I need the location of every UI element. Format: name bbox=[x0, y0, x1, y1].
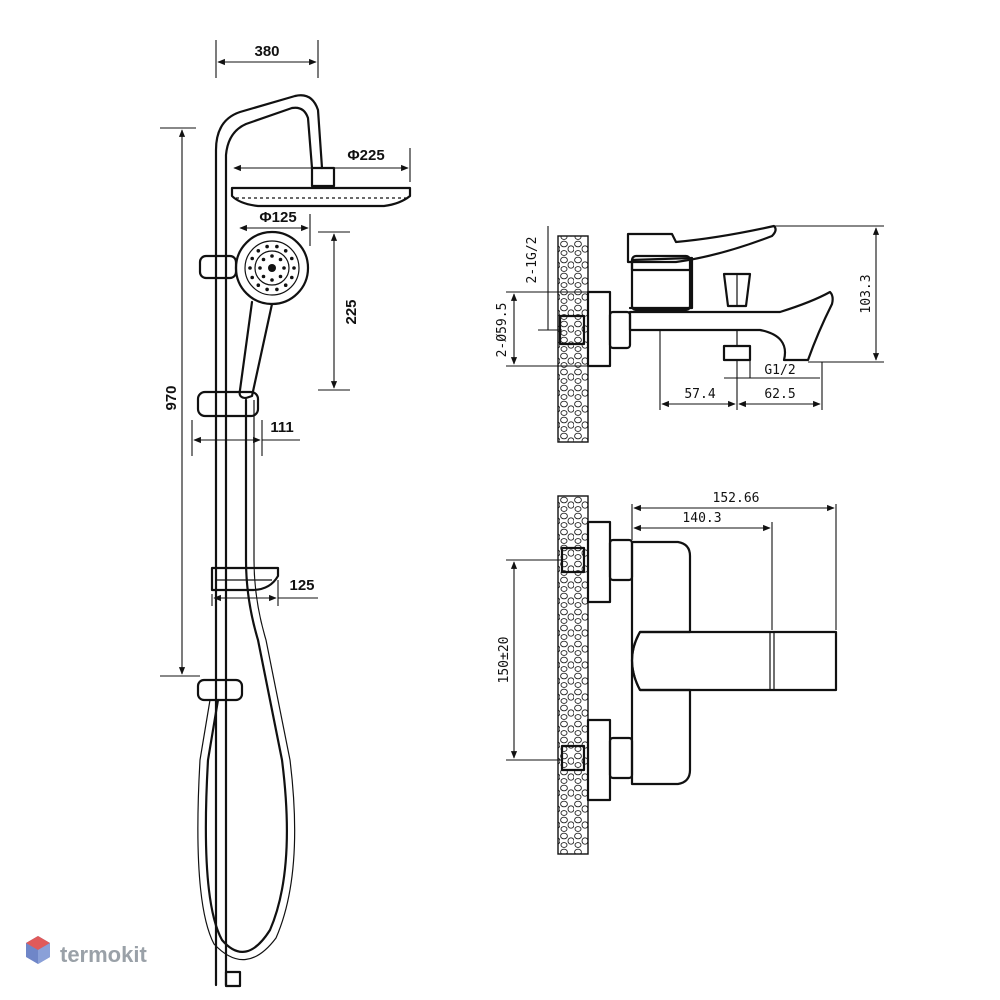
lower-nut bbox=[608, 736, 634, 780]
mixer-lever-top bbox=[630, 630, 838, 692]
upper-nut bbox=[608, 538, 634, 582]
dim-label-111: 111 bbox=[270, 419, 293, 436]
nozzle-dot bbox=[250, 256, 254, 261]
lower-escutcheon bbox=[586, 718, 612, 802]
dim-label-140-3: 140.3 bbox=[682, 511, 721, 526]
dim-mixer-height: 103.3 bbox=[772, 225, 884, 363]
shower-column-view: 380 Φ225 Φ125 225 970 bbox=[160, 40, 412, 988]
nozzle-dot bbox=[283, 283, 288, 288]
nozzle-dot bbox=[258, 266, 262, 270]
lower-clamp bbox=[196, 678, 244, 702]
mixer-body-top bbox=[630, 540, 692, 786]
dim-total-height: 970 bbox=[160, 127, 200, 677]
slide-bar-holder bbox=[196, 390, 260, 418]
dim-inlet-spacing: 150±20 bbox=[497, 559, 562, 761]
dim-outlet-thread: G1/2 bbox=[724, 360, 820, 379]
termokit-logo-icon bbox=[26, 936, 50, 964]
nozzle-dot bbox=[270, 278, 274, 282]
dim-label-phi125: Φ125 bbox=[259, 209, 296, 226]
mixer-top-view: 152.66 140.3 150±20 bbox=[497, 491, 838, 855]
nozzle-dot bbox=[256, 249, 261, 253]
escutcheon-side bbox=[586, 290, 612, 368]
dim-label-g12: G1/2 bbox=[764, 363, 795, 378]
dim-arm-reach: 380 bbox=[215, 40, 319, 78]
dim-overhead-diameter: Φ225 bbox=[233, 147, 411, 182]
dim-label-380: 380 bbox=[254, 43, 279, 60]
nozzle-dot bbox=[292, 266, 296, 270]
dim-label-970: 970 bbox=[163, 385, 180, 410]
dim-shelf-width: 125 bbox=[211, 577, 318, 606]
brand-name: termokit bbox=[60, 942, 147, 967]
upper-escutcheon bbox=[586, 520, 612, 604]
dim-hand-length: 225 bbox=[318, 231, 360, 391]
nozzle-dot bbox=[265, 287, 269, 292]
nozzle-center bbox=[268, 264, 276, 272]
dim-inlet-thread: 2-1G/2 bbox=[525, 226, 562, 331]
overhead-connector bbox=[310, 166, 336, 188]
dim-overall-depth: 152.66 bbox=[631, 491, 837, 630]
nozzle-dot bbox=[282, 266, 286, 270]
upper-clamp bbox=[198, 254, 238, 280]
riser-pipe-inner bbox=[224, 106, 314, 987]
dim-label-103-3: 103.3 bbox=[859, 274, 874, 313]
nozzle-dot bbox=[290, 256, 294, 261]
dim-label-phi225: Φ225 bbox=[347, 147, 384, 164]
dim-label-57-4: 57.4 bbox=[684, 387, 715, 402]
mixer-lever-side bbox=[626, 224, 777, 264]
mixer-side-view: 2-1G/2 2-Ø59.5 103.3 G1/2 57.4 62.5 bbox=[495, 224, 884, 443]
shower-hose bbox=[204, 398, 288, 953]
nozzle-dot bbox=[256, 283, 261, 288]
dim-label-225: 225 bbox=[343, 299, 360, 324]
riser-pipe bbox=[214, 94, 324, 987]
dim-label-152-66: 152.66 bbox=[713, 491, 760, 506]
connector-nut-side bbox=[608, 310, 632, 350]
mixer-body-side bbox=[628, 256, 694, 310]
brand-watermark: termokit bbox=[26, 936, 147, 967]
nozzle-dot bbox=[275, 287, 279, 292]
nozzle-dot bbox=[261, 257, 266, 262]
shower-hose-inner bbox=[197, 400, 296, 961]
outlet-nut bbox=[722, 344, 752, 362]
dim-label-inlet-thread: 2-1G/2 bbox=[525, 237, 540, 284]
nozzle-dot bbox=[278, 274, 283, 279]
hand-shower-handle bbox=[238, 300, 274, 400]
nozzle-dot bbox=[278, 257, 283, 262]
nozzle-dot bbox=[270, 254, 274, 258]
dim-holder-offset: 111 bbox=[191, 419, 300, 456]
dim-label-62-5: 62.5 bbox=[764, 387, 795, 402]
dim-body-depth: 140.3 bbox=[633, 511, 773, 630]
overhead-shower-head bbox=[230, 186, 412, 208]
nozzle-dot bbox=[248, 266, 252, 270]
dim-hand-diameter: Φ125 bbox=[239, 209, 311, 246]
dim-label-150-20: 150±20 bbox=[497, 637, 512, 684]
nozzle-dot bbox=[265, 244, 269, 249]
bath-spout bbox=[628, 290, 834, 362]
dim-label-125: 125 bbox=[289, 577, 314, 594]
dim-escutcheon-diameter: 2-Ø59.5 bbox=[495, 291, 588, 367]
dim-spout-offsets: 57.4 62.5 bbox=[659, 330, 823, 410]
nozzle-dot bbox=[261, 274, 266, 279]
nozzle-dot bbox=[250, 275, 254, 280]
nozzle-dot bbox=[290, 275, 294, 280]
lower-eccentric bbox=[560, 744, 586, 772]
diverter-knob bbox=[722, 272, 752, 308]
nozzle-dot bbox=[275, 244, 279, 249]
nozzle-dot bbox=[283, 249, 288, 253]
soap-shelf bbox=[210, 566, 280, 592]
dim-label-escutcheon: 2-Ø59.5 bbox=[495, 303, 510, 358]
